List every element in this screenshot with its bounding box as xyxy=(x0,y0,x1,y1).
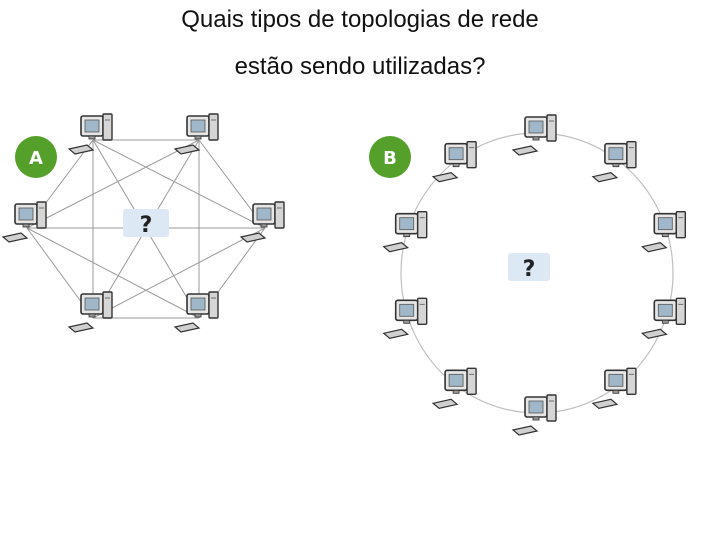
desktop-computer-icon xyxy=(512,394,557,436)
desktop-computer-icon xyxy=(592,140,637,183)
mesh-link xyxy=(92,227,266,319)
desktop-computer-icon xyxy=(432,367,477,410)
desktop-computer-icon xyxy=(592,367,637,410)
question-b-box xyxy=(508,253,550,281)
desktop-computer-icon xyxy=(432,140,477,183)
topology-a-badge: A xyxy=(15,136,57,178)
desktop-computer-icon xyxy=(641,297,687,340)
desktop-computer-icon xyxy=(174,113,219,155)
topology-b-badge: B xyxy=(369,136,411,178)
question-a-mark: ? xyxy=(140,213,153,238)
question-b-mark: ? xyxy=(523,257,536,282)
title-line-1: Quais tipos de topologias de rede xyxy=(181,6,539,33)
title-line-2: estão sendo utilizadas? xyxy=(234,53,486,80)
mesh-link xyxy=(92,139,266,229)
badge-a-label: A xyxy=(29,148,43,169)
topology-a-question: ? xyxy=(123,209,169,238)
desktop-computer-icon xyxy=(68,291,113,333)
desktop-computer-icon xyxy=(68,113,113,155)
desktop-computer-icon xyxy=(382,297,428,340)
desktop-computer-icon xyxy=(2,201,47,243)
question-a-box xyxy=(123,209,169,237)
badge-a-circle xyxy=(15,136,57,178)
badge-b-label: B xyxy=(383,148,397,169)
topology-b-question: ? xyxy=(508,253,550,282)
desktop-computer-icon xyxy=(240,201,285,243)
desktop-computer-icon xyxy=(512,114,557,156)
mesh-link xyxy=(26,139,200,229)
desktop-computer-icon xyxy=(641,210,687,253)
mesh-link xyxy=(26,227,200,319)
desktop-computer-icon xyxy=(382,210,428,253)
badge-b-circle xyxy=(369,136,411,178)
desktop-computer-icon xyxy=(174,291,219,333)
